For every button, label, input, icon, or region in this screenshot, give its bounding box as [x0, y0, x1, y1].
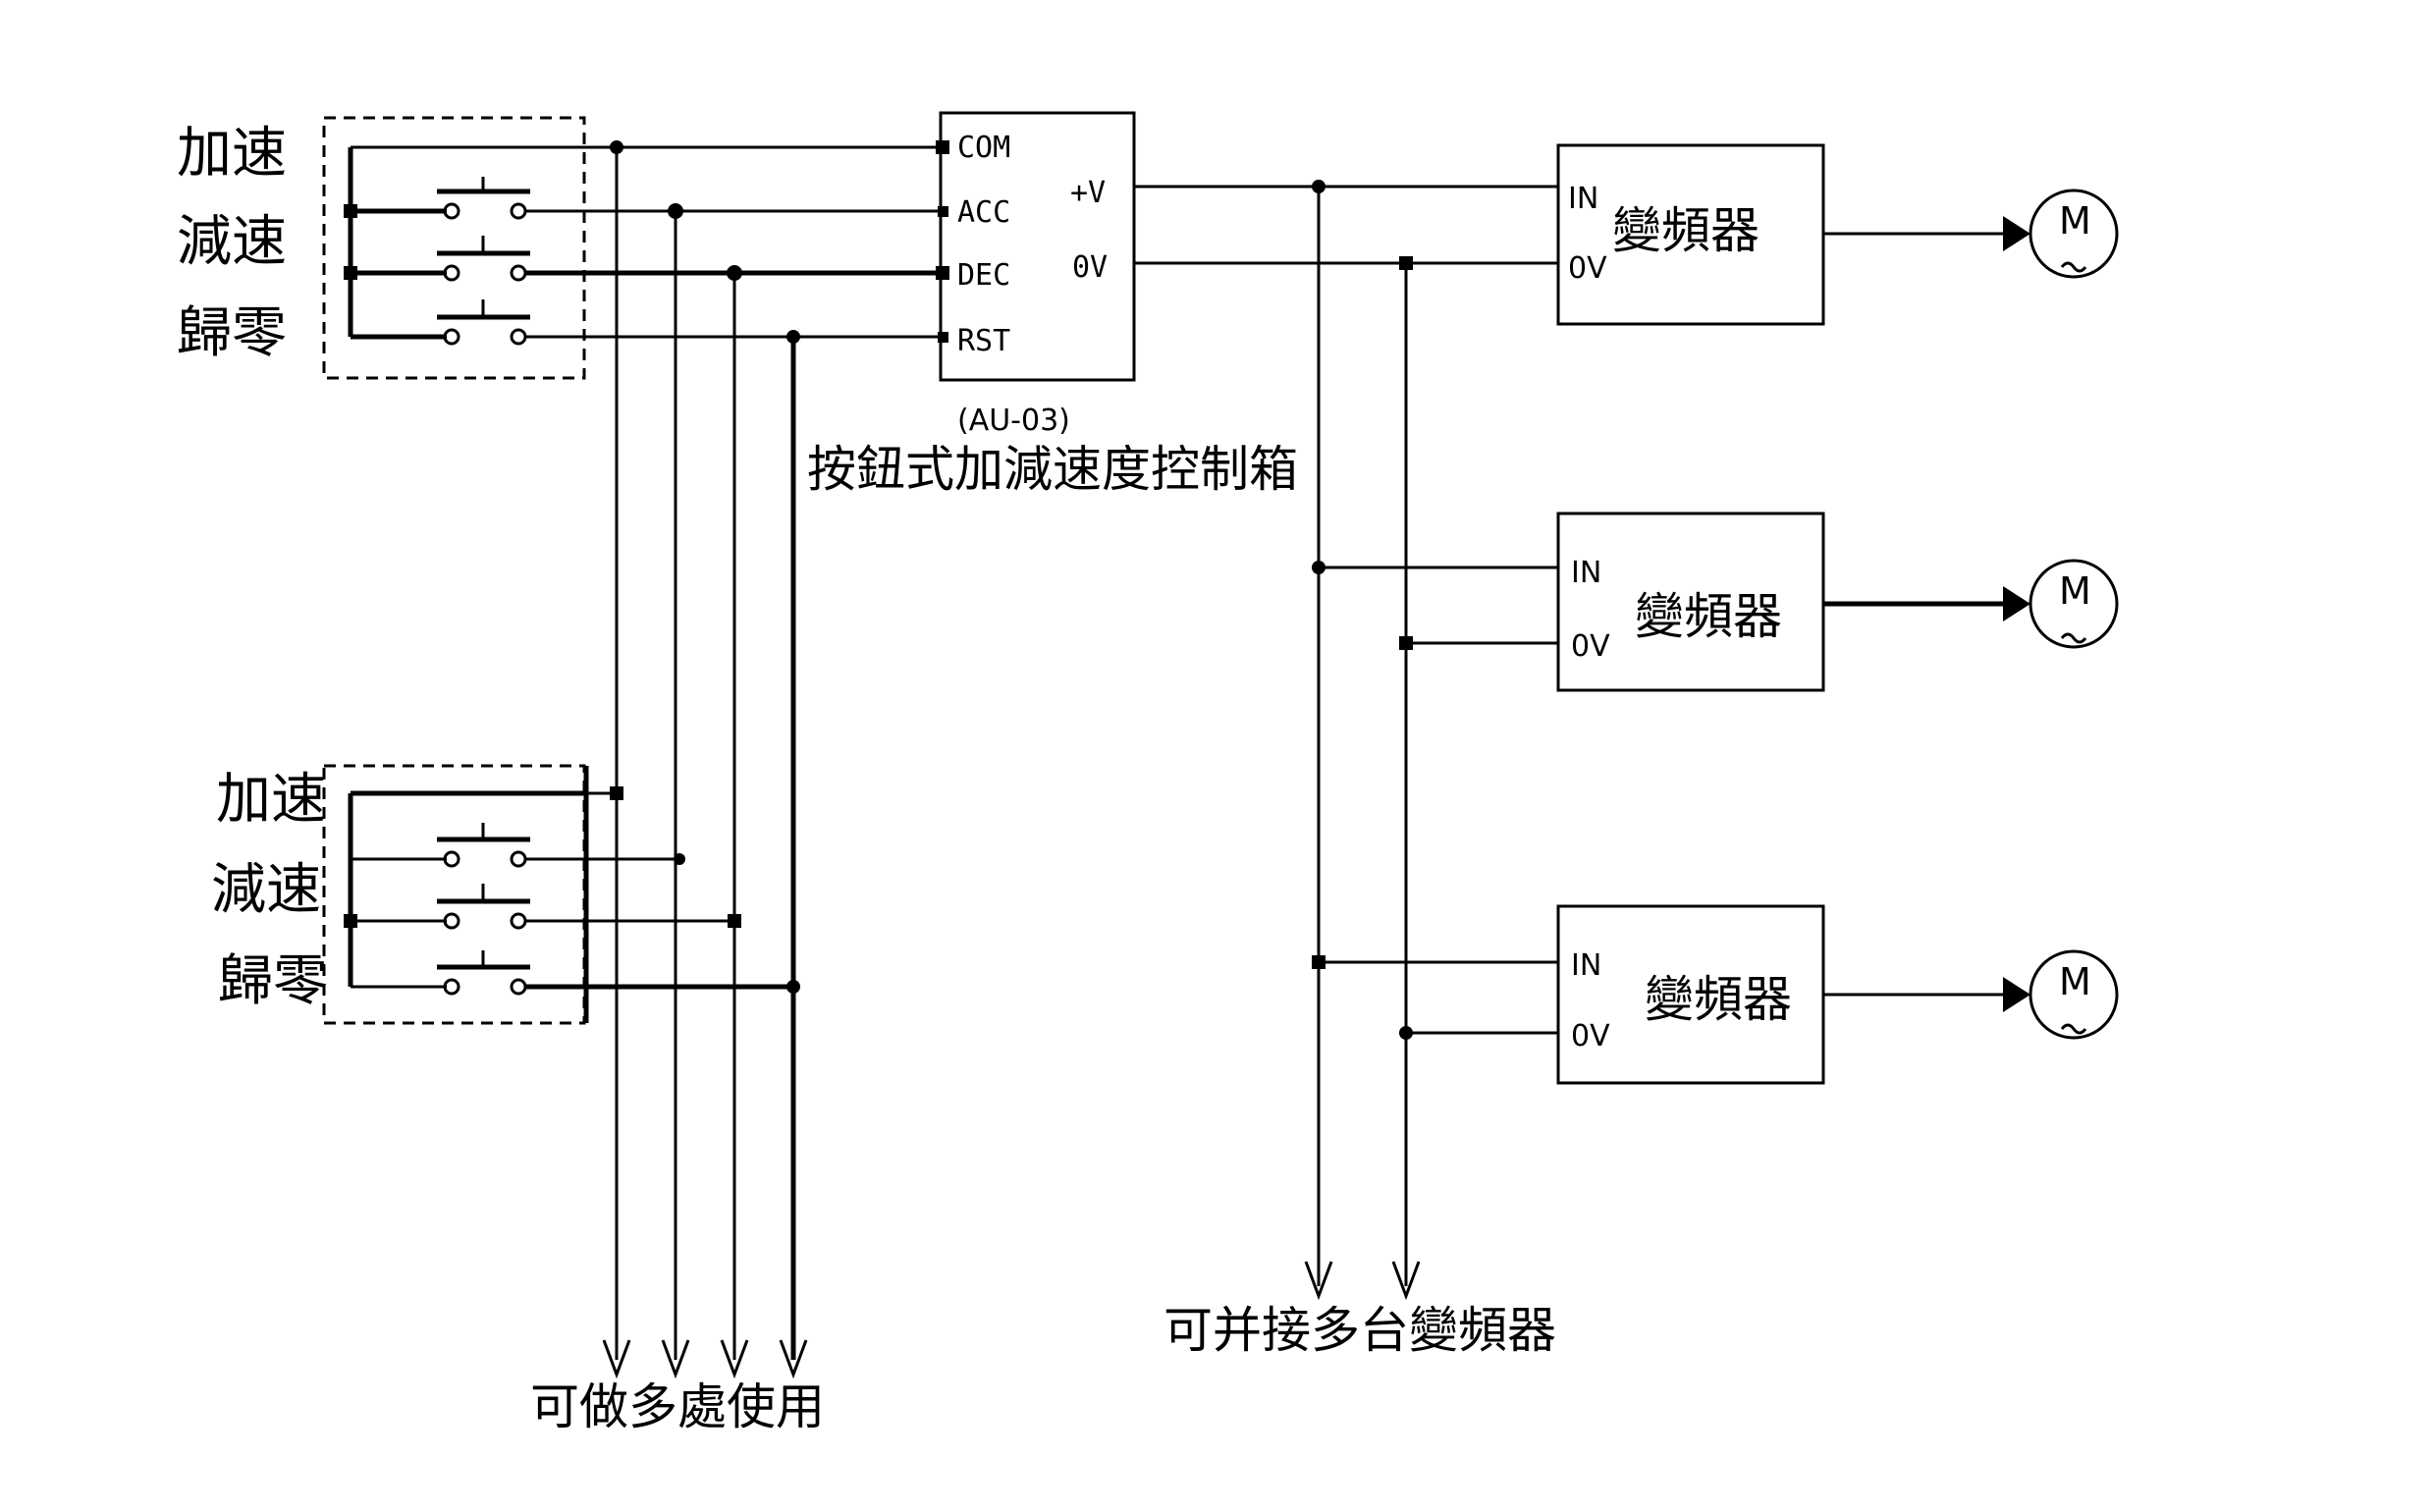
switch-box-1	[322, 116, 586, 380]
motor-2-label: M	[2059, 569, 2091, 613]
pin-acc: ACC	[957, 195, 1010, 230]
pin-0v: 0V	[1072, 250, 1108, 285]
label-decelerate-2: 減速	[211, 858, 321, 922]
inverter-3-name: 變頻器	[1645, 971, 1792, 1028]
label-reset-2: 歸零	[218, 949, 328, 1013]
label-reset-1: 歸零	[177, 301, 287, 365]
motor-3-label: M	[2059, 960, 2091, 1003]
pin-com: COM	[957, 131, 1010, 165]
inverter-2-in-label: IN	[1571, 556, 1601, 590]
switch-group-2: 加速 減速 歸零	[211, 764, 793, 1025]
label-accelerate-2: 加速	[216, 768, 326, 832]
inverter-1-name: 變頻器	[1612, 202, 1759, 259]
inverter-1-in-label: IN	[1568, 182, 1598, 216]
motor-1-label: M	[2059, 199, 2091, 243]
switch-box-2	[322, 764, 586, 1025]
label-accelerate-1: 加速	[177, 122, 287, 186]
motor-icon-1	[2029, 189, 2119, 279]
inverter-1: IN 0V 變頻器 M	[1556, 143, 2119, 326]
inverter-2: IN 0V 變頻器 M	[1312, 512, 2119, 692]
label-decelerate-1: 減速	[177, 210, 287, 274]
controller-name: 按鈕式加減速度控制箱	[807, 441, 1298, 498]
note-multi-location: 可做多處使用	[530, 1378, 825, 1435]
motor-icon-3	[2029, 949, 2119, 1040]
inverter-2-0v-label: 0V	[1571, 629, 1610, 664]
switch-group-1: 加速 減速 歸零	[177, 116, 938, 380]
pin-rst: RST	[957, 324, 1010, 358]
controller-model: (AU-03)	[957, 404, 1070, 438]
controller-box: COM ACC DEC RST +V 0V (AU-03) 按鈕式加減速度控制箱	[807, 111, 1298, 498]
pin-dec: DEC	[957, 258, 1010, 293]
signal-bus-left: 可做多處使用	[530, 140, 825, 1435]
inverter-1-0v-label: 0V	[1568, 251, 1607, 286]
pin-plus-v: +V	[1070, 176, 1106, 210]
inverter-3-in-label: IN	[1571, 948, 1601, 983]
inverter-3-0v-label: 0V	[1571, 1019, 1610, 1053]
inverter-2-name: 變頻器	[1635, 588, 1782, 645]
note-parallel-inverters: 可并接多台變頻器	[1163, 1302, 1556, 1359]
motor-icon-2	[2029, 559, 2119, 649]
signal-bus-right: 可并接多台變頻器	[1134, 180, 1558, 1359]
inverter-3: IN 0V 變頻器 M	[1312, 904, 2119, 1085]
